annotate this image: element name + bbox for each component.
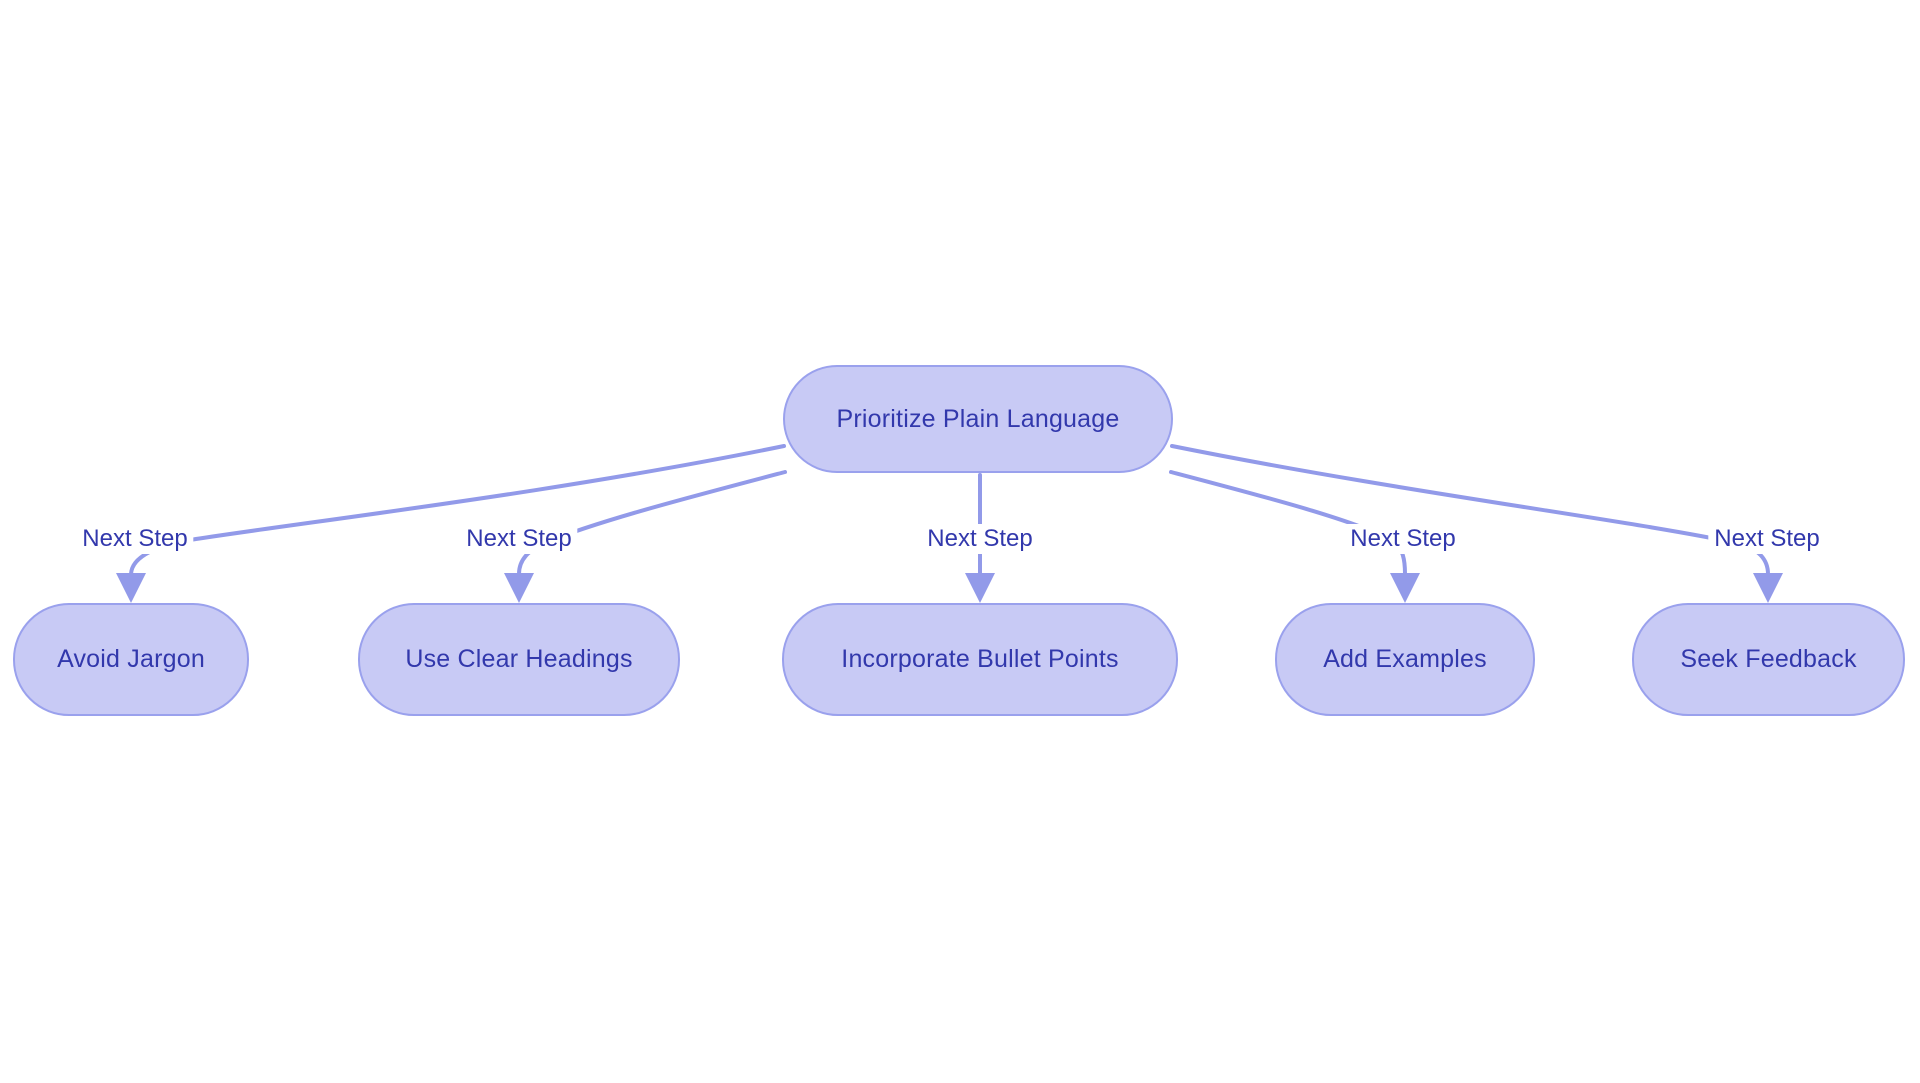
node-prioritize-plain-language: Prioritize Plain Language [783, 365, 1173, 473]
node-avoid-jargon: Avoid Jargon [13, 603, 249, 716]
edge-label-use-clear-headings: Next Step [460, 524, 578, 554]
edge-line-avoid-jargon [129, 444, 786, 576]
edge-line-add-examples [1169, 470, 1407, 576]
edge-label-add-examples: Next Step [1344, 524, 1462, 554]
node-label: Prioritize Plain Language [836, 404, 1120, 433]
node-label: Add Examples [1323, 645, 1487, 673]
edge-label-incorporate-bullet-points: Next Step [921, 524, 1039, 554]
edge-arrowhead-seek-feedback [1753, 573, 1783, 603]
node-label: Use Clear Headings [405, 645, 633, 673]
edge-label-avoid-jargon: Next Step [76, 524, 194, 554]
node-seek-feedback: Seek Feedback [1632, 603, 1905, 716]
edge-arrowhead-incorporate-bullet-points [965, 573, 995, 603]
node-label: Incorporate Bullet Points [841, 645, 1119, 673]
edge-arrowhead-avoid-jargon [116, 573, 146, 603]
node-use-clear-headings: Use Clear Headings [358, 603, 680, 716]
edge-label-seek-feedback: Next Step [1708, 524, 1826, 554]
edge-arrowhead-add-examples [1390, 573, 1420, 603]
edge-line-use-clear-headings [517, 470, 787, 576]
node-add-examples: Add Examples [1275, 603, 1535, 716]
node-label: Seek Feedback [1680, 645, 1857, 673]
node-label: Avoid Jargon [57, 645, 205, 673]
edge-arrowhead-use-clear-headings [504, 573, 534, 603]
edge-line-seek-feedback [1170, 444, 1770, 576]
node-incorporate-bullet-points: Incorporate Bullet Points [782, 603, 1178, 716]
